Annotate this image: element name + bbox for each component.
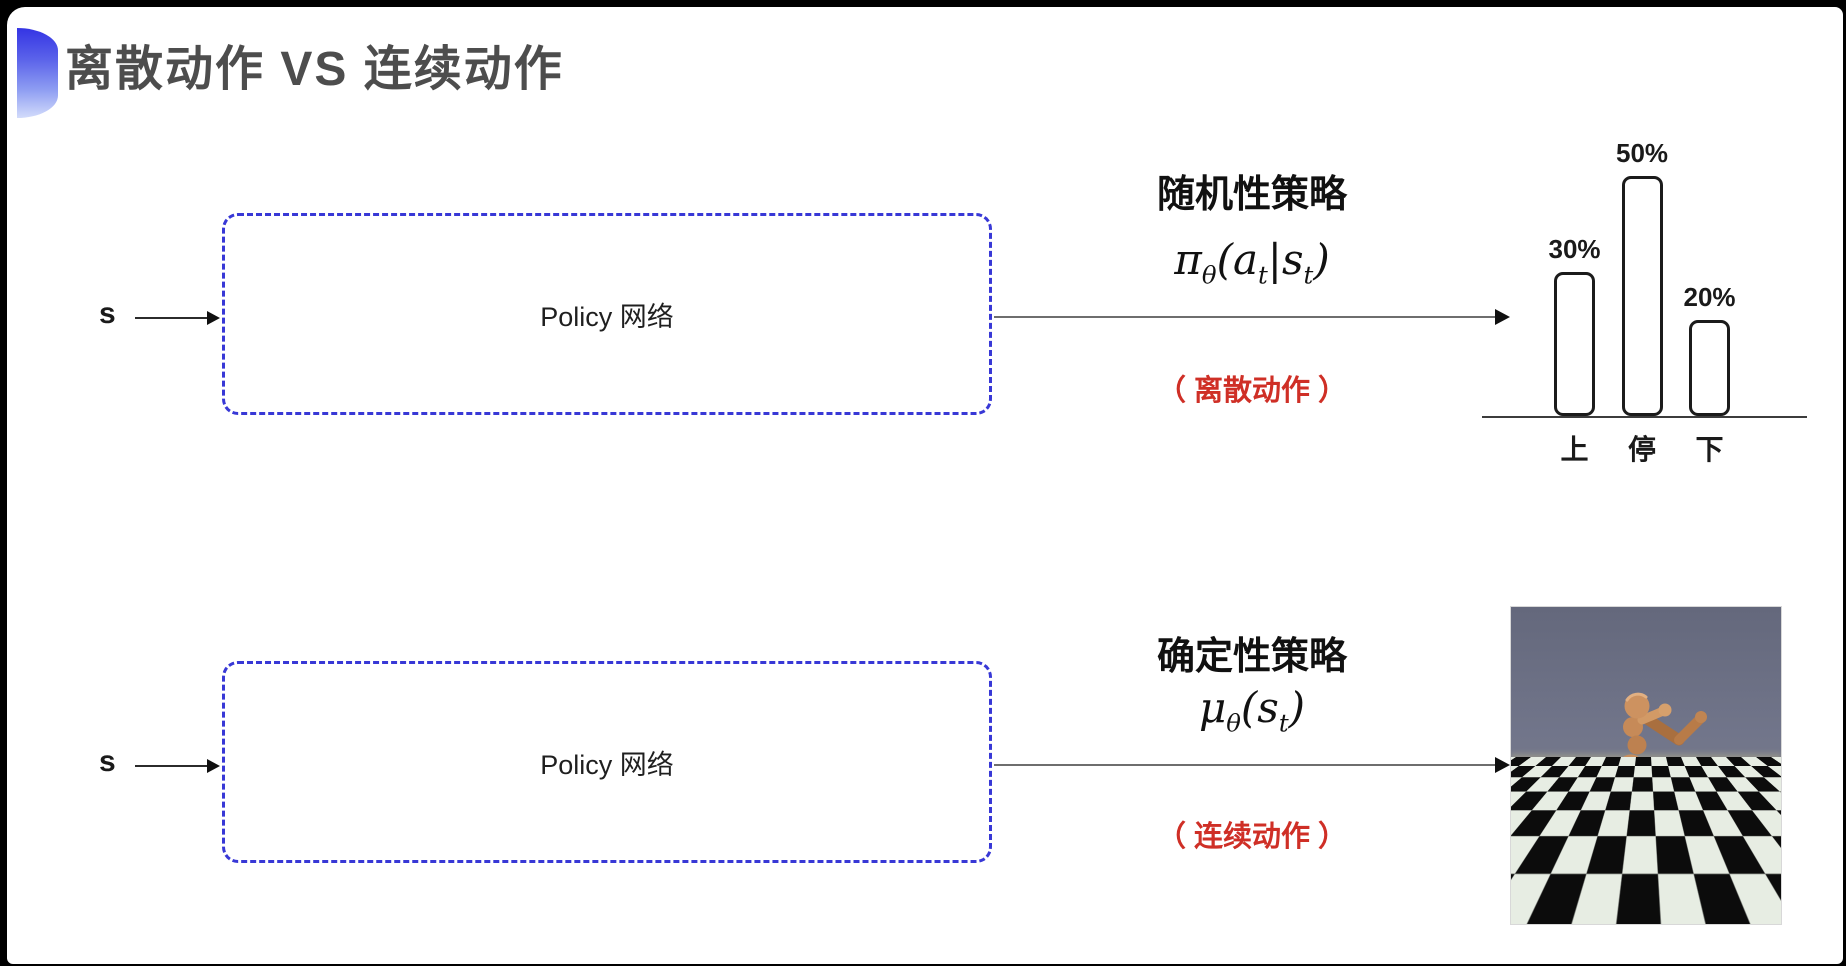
top-input-arrow-line — [135, 317, 207, 319]
top-output-arrowhead-icon — [1495, 309, 1510, 325]
formula-t-sub: t — [1258, 260, 1268, 290]
bar — [1554, 272, 1595, 416]
stochastic-policy-title: 随机性策略 — [1156, 174, 1347, 216]
formula-t-sub: t — [1278, 708, 1289, 738]
continuous-action-label: （ 连续动作 ） — [1156, 821, 1348, 853]
bottom-policy-network-box: Policy 网络 — [222, 661, 992, 863]
formula-part: (s — [1240, 683, 1279, 732]
bar-column: 20% — [1683, 282, 1736, 416]
discrete-action-label: （ 离散动作 ） — [1156, 375, 1348, 407]
bottom-input-state-label: s — [99, 745, 116, 778]
horizon-haze — [1511, 750, 1781, 765]
top-policy-network-box: Policy 网络 — [222, 213, 992, 415]
bottom-policy-box-label: Policy 网络 — [540, 749, 674, 780]
deterministic-policy-title: 确定性策略 — [1156, 636, 1347, 678]
bottom-output-arrowhead-icon — [1495, 757, 1510, 773]
chart-baseline-axis — [1482, 416, 1807, 418]
formula-part: ) — [1313, 235, 1330, 284]
formula-part: ) — [1288, 683, 1306, 732]
top-output-arrow-line — [994, 316, 1496, 318]
slide: 离散动作 VS 连续动作 s Policy 网络 随机性策略 πθ(at|st)… — [7, 7, 1843, 964]
bottom-output-arrow-line — [994, 764, 1496, 766]
bar-axis-label: 上 — [1560, 434, 1589, 465]
top-policy-box-label: Policy 网络 — [540, 301, 674, 332]
formula-theta-sub: θ — [1201, 260, 1217, 290]
bar — [1689, 320, 1730, 416]
bar-axis-label: 下 — [1695, 434, 1724, 465]
bottom-input-arrowhead-icon — [207, 759, 220, 773]
title-accent-shape — [17, 28, 58, 118]
top-input-state-label: s — [99, 297, 116, 330]
bar-value-label: 20% — [1683, 282, 1736, 312]
bar — [1621, 176, 1663, 416]
action-probability-bar-chart: 30% 50% 20% 上 停 下 — [1482, 102, 1807, 467]
bar-column: 50% — [1616, 138, 1668, 416]
humanoid-figure — [1573, 692, 1707, 918]
bar-value-label: 50% — [1615, 138, 1669, 168]
top-input-arrowhead-icon — [207, 311, 220, 325]
formula-mu: μ — [1198, 683, 1227, 732]
formula-t-sub: t — [1303, 260, 1314, 290]
formula-theta-sub: θ — [1226, 708, 1241, 738]
bar-value-label: 30% — [1548, 234, 1601, 264]
bar-column: 30% — [1548, 234, 1601, 416]
humanoid-simulation-image — [1510, 606, 1782, 925]
deterministic-policy-formula: μθ(st) — [1127, 683, 1377, 737]
bar-axis-label: 停 — [1627, 434, 1656, 465]
stochastic-policy-formula: πθ(at|st) — [1127, 235, 1377, 289]
slide-title: 离散动作 VS 连续动作 — [65, 43, 564, 96]
formula-part: |s — [1267, 235, 1304, 284]
formula-part: (a — [1216, 235, 1258, 284]
bottom-input-arrow-line — [135, 765, 207, 767]
formula-pi: π — [1174, 235, 1202, 284]
